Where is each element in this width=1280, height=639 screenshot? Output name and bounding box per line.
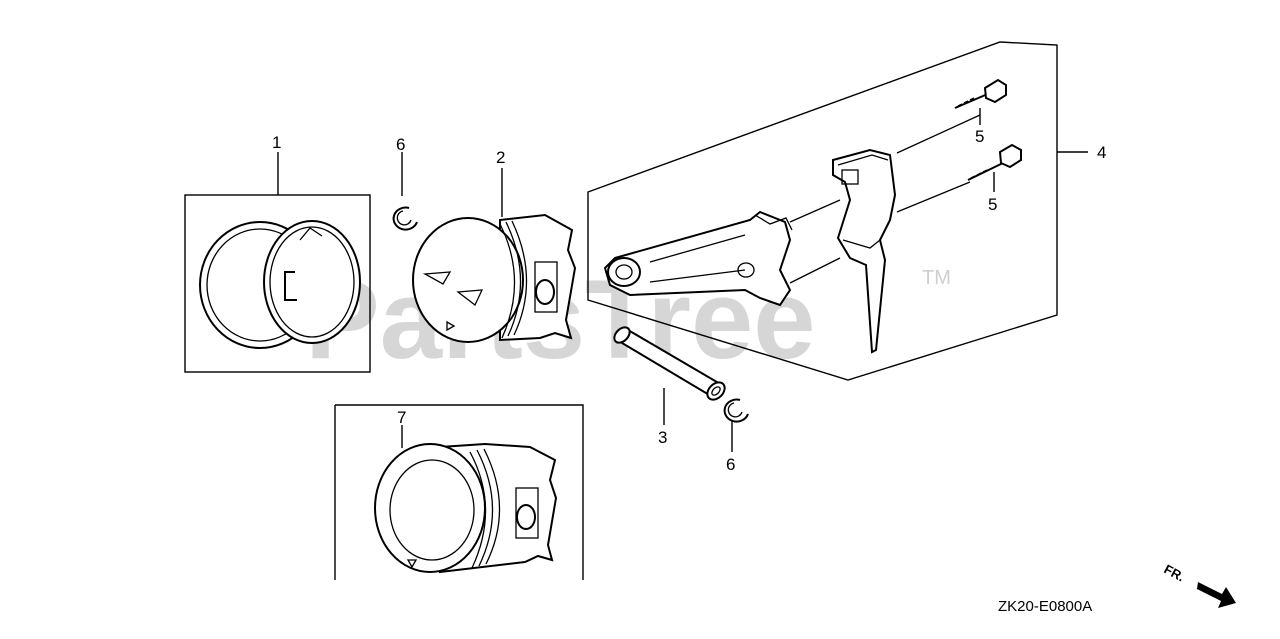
- callout-2: 2: [496, 148, 505, 167]
- front-indicator-label: FR.: [1162, 561, 1188, 584]
- front-arrow-icon: [1197, 582, 1236, 608]
- callout-3: 3: [658, 428, 667, 447]
- connecting-rod-cap[interactable]: [832, 148, 897, 354]
- piston-pin-clip-right[interactable]: [723, 398, 749, 423]
- callout-6-left: 6: [396, 135, 405, 154]
- callout-4: 4: [1097, 143, 1106, 162]
- callout-5-upper: 5: [975, 127, 984, 146]
- connecting-rod[interactable]: [603, 210, 793, 307]
- oversize-piston-frame: [334, 404, 584, 580]
- trademark-mark: TM: [922, 267, 951, 289]
- piston-pin[interactable]: [611, 324, 728, 403]
- piston[interactable]: [412, 213, 577, 343]
- piston-pin-clip-left[interactable]: [392, 206, 418, 231]
- drawing-code: ZK20-E0800A: [998, 598, 1092, 615]
- connecting-rod-frame: [587, 41, 1058, 381]
- callout-1: 1: [272, 133, 281, 152]
- rod-bolt-upper[interactable]: [954, 78, 1007, 109]
- rod-bolt-lower[interactable]: [967, 143, 1022, 181]
- callout-6-right: 6: [726, 455, 735, 474]
- piston-ring-set[interactable]: [184, 194, 371, 373]
- piston-oversize[interactable]: [374, 442, 558, 574]
- front-direction-indicator: FR.: [1162, 561, 1236, 608]
- callout-5-lower: 5: [988, 195, 997, 214]
- callout-7: 7: [397, 408, 406, 427]
